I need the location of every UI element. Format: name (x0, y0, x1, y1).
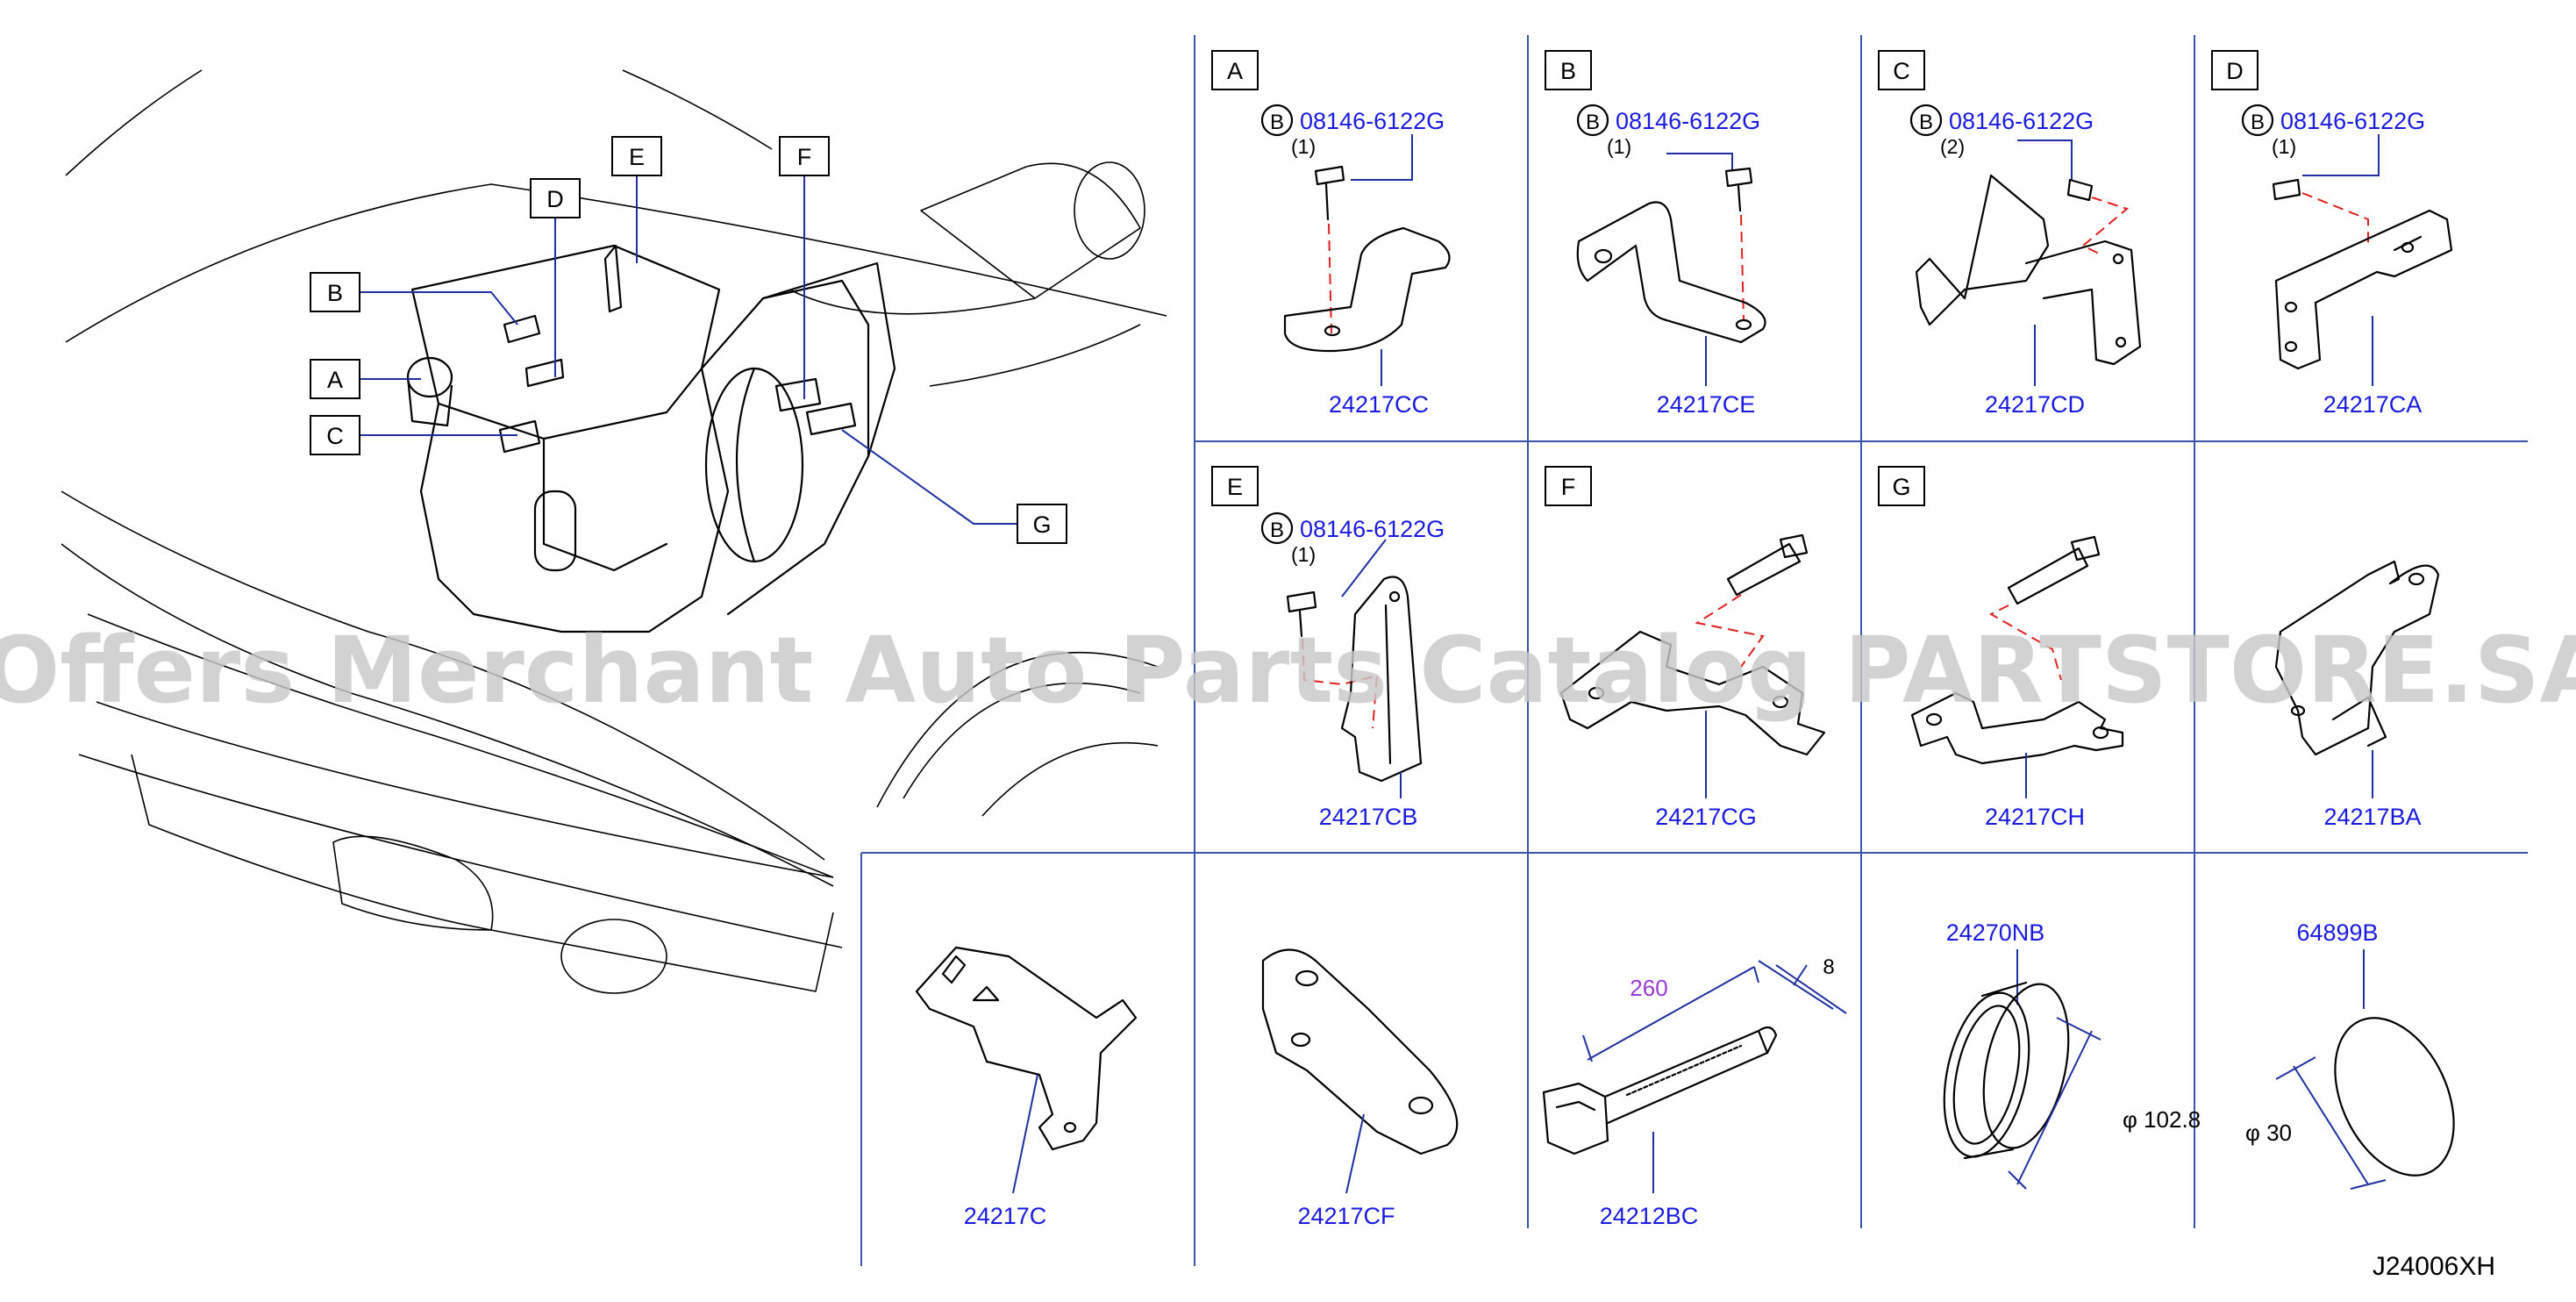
cell-24217cf: 24217CF (1261, 948, 1459, 1229)
cell-g: G 24217CH (1878, 466, 2124, 830)
part-number: 24217CB (1319, 804, 1418, 830)
bolt-symbol: B (1586, 111, 1600, 134)
part-number: 24217CA (2323, 391, 2423, 418)
cell-f: F 24217CG (1545, 466, 1826, 830)
svg-text:E: E (629, 144, 645, 170)
part-number: 24217CF (1297, 1203, 1395, 1229)
bolt-quantity: (2) (1940, 135, 1965, 158)
svg-text:F: F (797, 144, 812, 170)
locator-label-b: B (310, 272, 360, 312)
locator-label-e: E (611, 136, 662, 176)
dimension-diameter: φ 102.8 (2123, 1106, 2201, 1133)
cell-letter-d: D (2226, 58, 2244, 84)
bolt-part-number: 08146-6122G (1949, 108, 2094, 134)
cell-24270nb: 24270NB φ 102.8 (1943, 919, 2201, 1190)
dimension-length: 260 (1630, 975, 1667, 1001)
watermark: Offers Merchant Auto Parts Catalog PARTS… (0, 617, 2576, 724)
cell-24217c: 24217C (915, 946, 1138, 1229)
svg-text:C: C (326, 423, 344, 449)
part-number: 24217CG (1655, 804, 1757, 830)
cell-a: A B 08146-6122G (1) 24217CC (1211, 50, 1451, 418)
locator-label-d: D (530, 178, 581, 218)
part-number: 64899B (2296, 919, 2378, 946)
parts-grid (860, 35, 2528, 1266)
svg-text:G: G (1032, 512, 1051, 538)
locator-label-a: A (310, 359, 360, 399)
bolt-symbol: B (1270, 111, 1284, 134)
part-number: 24217CC (1329, 391, 1429, 418)
cell-64899b: 64899B φ 30 (2245, 919, 2455, 1190)
cell-d: D B 08146-6122G (1) 24217CA (2211, 50, 2453, 418)
cell-letter-b: B (1560, 58, 1576, 84)
cell-e: E B 08146-6122G (1) 24217CB (1211, 466, 1445, 830)
part-number: 24217CH (1985, 804, 2085, 830)
part-number: 24270NB (1946, 919, 2045, 946)
cell-letter-f: F (1561, 474, 1576, 500)
locator-label-f: F (779, 136, 830, 176)
bolt-part-number: 08146-6122G (1616, 108, 1760, 134)
part-number: 24217CD (1985, 391, 2085, 418)
bolt-symbol: B (1919, 111, 1933, 134)
bolt-part-number: 08146-6122G (1300, 516, 1445, 542)
part-number: 24217BA (2323, 804, 2421, 830)
locator-label-c: C (310, 415, 360, 455)
svg-text:A: A (327, 367, 343, 393)
vehicle-overview: A B C D E F G (61, 69, 1167, 994)
cell-24217ba: 24217BA (2274, 560, 2440, 830)
svg-text:D: D (546, 186, 564, 212)
cell-letter-g: G (1892, 474, 1910, 500)
cell-24212bc: 260 8 24212BC (1542, 955, 1847, 1229)
cell-letter-a: A (1227, 58, 1243, 84)
bolt-part-number: 08146-6122G (1300, 108, 1445, 134)
cell-letter-e: E (1227, 474, 1243, 500)
dimension-diameter: φ 30 (2245, 1120, 2292, 1146)
part-number: 24217CE (1657, 391, 1756, 418)
bolt-quantity: (1) (1607, 135, 1631, 158)
svg-text:B: B (327, 280, 343, 306)
bolt-quantity: (1) (1291, 135, 1316, 158)
cell-b: B B 08146-6122G (1) 24217CE (1545, 50, 1766, 418)
bolt-symbol: B (1270, 519, 1284, 542)
part-number: 24212BC (1600, 1203, 1699, 1229)
locator-label-g: G (1017, 504, 1067, 544)
cell-c: C B 08146-6122G (2) 24217CD (1878, 50, 2142, 418)
cell-letter-c: C (1893, 58, 1910, 84)
diagram-id: J24006XH (2373, 1252, 2495, 1281)
part-number: 24217C (964, 1203, 1047, 1229)
bolt-symbol: B (2251, 111, 2265, 134)
bolt-quantity: (1) (2272, 135, 2296, 158)
dimension-width: 8 (1823, 955, 1834, 979)
bolt-part-number: 08146-6122G (2280, 108, 2425, 134)
bolt-quantity: (1) (1291, 543, 1316, 566)
